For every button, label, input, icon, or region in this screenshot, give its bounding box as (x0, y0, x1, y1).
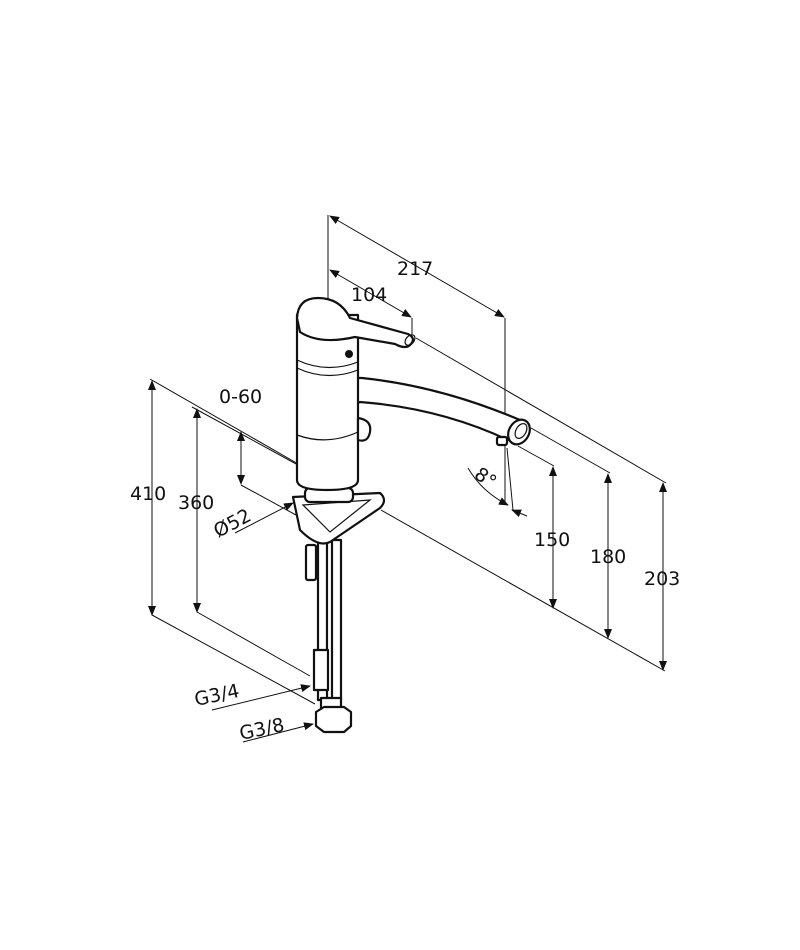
ext-150-top (517, 445, 555, 467)
body-ring (296, 359, 359, 369)
leader-g34 (211, 684, 311, 711)
label-360: 360 (178, 492, 214, 514)
dim-line-104 (329, 269, 412, 318)
g34-fitting (312, 648, 330, 692)
label-217: 217 (397, 258, 433, 280)
spray-line (506, 447, 514, 511)
aerator (514, 423, 528, 439)
label-0-60: 0-60 (219, 386, 262, 408)
label-180: 180 (590, 546, 626, 568)
label-410: 410 (130, 483, 166, 505)
ext-410-top (149, 378, 308, 470)
ext-base (380, 509, 666, 672)
dimension-lines (148, 215, 667, 743)
ext-360-top (191, 406, 299, 466)
label-150: 150 (534, 529, 570, 551)
label-d52: Ø52 (210, 505, 255, 543)
angle-arrow (511, 509, 528, 518)
g38-nut (314, 705, 353, 734)
angle-arc (467, 467, 509, 506)
supply-pipe-right (330, 538, 343, 702)
mounting-base (291, 491, 386, 545)
dimension-labels: 217 104 0-60 410 360 Ø52 150 180 203 8° … (130, 258, 680, 745)
lever-handle (295, 296, 415, 349)
faucet (291, 296, 531, 734)
label-angle: 8° (470, 463, 500, 493)
ext-410-bottom (151, 614, 316, 705)
dim-line-217 (329, 215, 505, 318)
label-203: 203 (644, 568, 680, 590)
spout (346, 376, 522, 442)
ext-203-top (415, 337, 667, 484)
label-g38: G3/8 (237, 714, 286, 745)
ext-360-bottom (196, 611, 311, 677)
label-104: 104 (351, 284, 387, 306)
label-g34: G3/4 (192, 680, 241, 711)
leader-g38 (242, 722, 314, 743)
leader-d52 (234, 502, 294, 534)
body-ring-2 (296, 367, 359, 377)
spout-outlet (507, 418, 531, 446)
ext-180-top (530, 427, 611, 474)
ext-0-60 (240, 484, 297, 516)
indicator-dot (345, 350, 353, 358)
body-cylinder (295, 313, 360, 492)
side-knob (356, 416, 372, 442)
spray-nozzle (495, 435, 509, 447)
side-fitting (304, 543, 318, 582)
body-seam (296, 431, 359, 441)
lever-tip (404, 334, 416, 346)
